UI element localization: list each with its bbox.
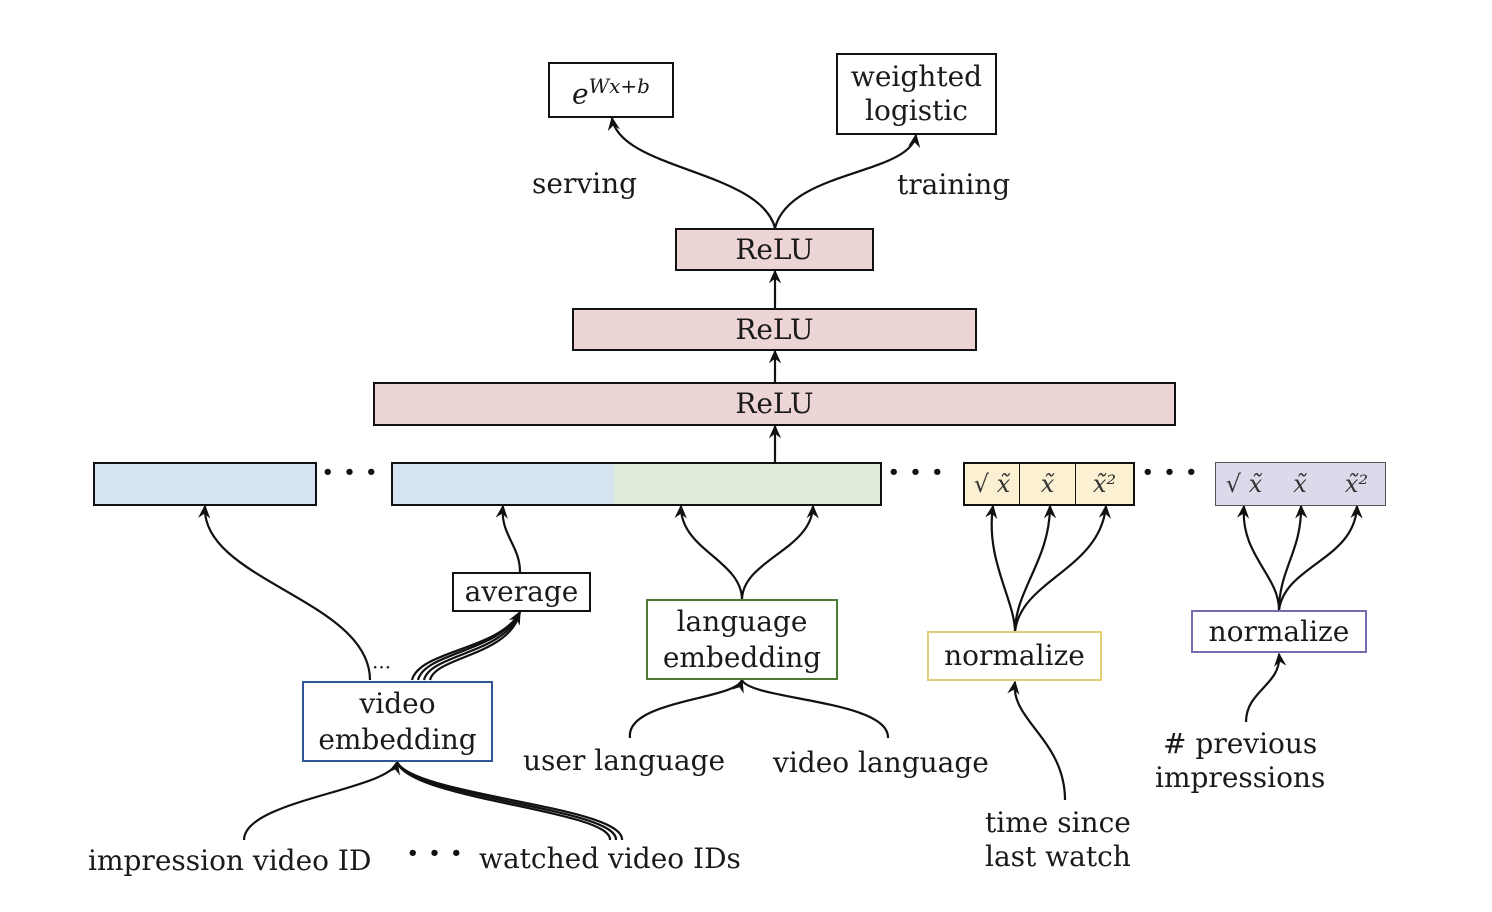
training-arrow [773, 133, 921, 229]
previous-impressions-label: # previous impressions [1155, 727, 1325, 795]
normalize-label: normalize [944, 639, 1085, 672]
normalize-time-node: normalize [927, 631, 1102, 681]
ellipsis: • • • [888, 462, 946, 483]
prev-impr-line1: # previous [1163, 727, 1318, 760]
serving-formula: eWx+b [572, 68, 650, 112]
relu-label: ReLU [735, 232, 814, 266]
video-embedding-line1: video [359, 686, 436, 720]
video-lang-arrow [740, 679, 890, 739]
formula-base: e [572, 77, 589, 111]
relu-layer-3: ReLU [675, 228, 874, 271]
serving-label: serving [532, 167, 638, 200]
ellipsis: • • • [322, 462, 380, 483]
impression-video-embedding-segment [93, 462, 317, 506]
average-to-watched-seg [495, 504, 522, 573]
impr-linear-cell: x̃ [1272, 462, 1329, 506]
watched-video-ids-label: watched video IDs [479, 842, 741, 875]
impr-sqrt-cell: √ x̃ [1215, 462, 1273, 506]
video-embedding-line2: embedding [318, 722, 477, 756]
prev-impr-line2: impressions [1155, 761, 1326, 794]
ellipsis: • • • [1142, 462, 1200, 483]
relu-layer-1: ReLU [373, 382, 1176, 426]
user-lang-arrow [628, 678, 744, 739]
serving-arrow [607, 116, 777, 229]
normalize-impressions-node: normalize [1191, 610, 1367, 653]
language-embedding-line2: embedding [662, 640, 822, 674]
language-embedding-node: language embedding [646, 599, 838, 680]
training-box-line1: weighted [850, 60, 983, 93]
impr-square-cell: x̃² [1328, 462, 1386, 506]
training-box-line2: logistic [865, 94, 968, 127]
relu-label: ReLU [735, 387, 814, 420]
time-linear-cell: x̃ [1020, 462, 1077, 506]
time-sqrt-cell: √ x̃ [963, 462, 1021, 506]
lang-emb-to-seg1 [674, 504, 744, 601]
watched-video-embedding-segment [391, 462, 615, 506]
average-node: average [452, 572, 591, 612]
serving-output-box: eWx+b [548, 62, 674, 118]
video-language-embedding-segment [747, 462, 882, 506]
user-language-label: user language [523, 744, 726, 777]
impression-id-arrow [242, 760, 400, 841]
relu-layer-2: ReLU [572, 308, 977, 351]
time-since-last-watch-label: time since last watch [985, 806, 1131, 874]
time-since-line1: time since [985, 806, 1131, 839]
time-square-cell: x̃² [1076, 462, 1135, 506]
relu-label: ReLU [735, 312, 814, 346]
video-language-label: video language [773, 746, 989, 779]
average-label: average [464, 575, 579, 608]
time-since-line2: last watch [985, 840, 1131, 873]
impression-video-id-label: impression video ID [88, 844, 372, 877]
video-embedding-dots: ··· [372, 655, 392, 679]
formula-exponent: Wx+b [588, 73, 650, 98]
prev-impr-arrow [1244, 652, 1287, 723]
user-language-embedding-segment [614, 462, 748, 506]
language-embedding-line1: language [676, 604, 808, 638]
lang-emb-to-seg2 [740, 504, 819, 601]
training-label: training [897, 168, 1011, 201]
time-since-arrow [1007, 680, 1067, 801]
normalize-label: normalize [1208, 614, 1350, 648]
training-output-box: weighted logistic [836, 53, 997, 135]
video-emb-to-impression-seg [198, 504, 372, 681]
inputs-ellipsis: • • • [407, 843, 465, 864]
video-embedding-node: video embedding [302, 681, 493, 762]
